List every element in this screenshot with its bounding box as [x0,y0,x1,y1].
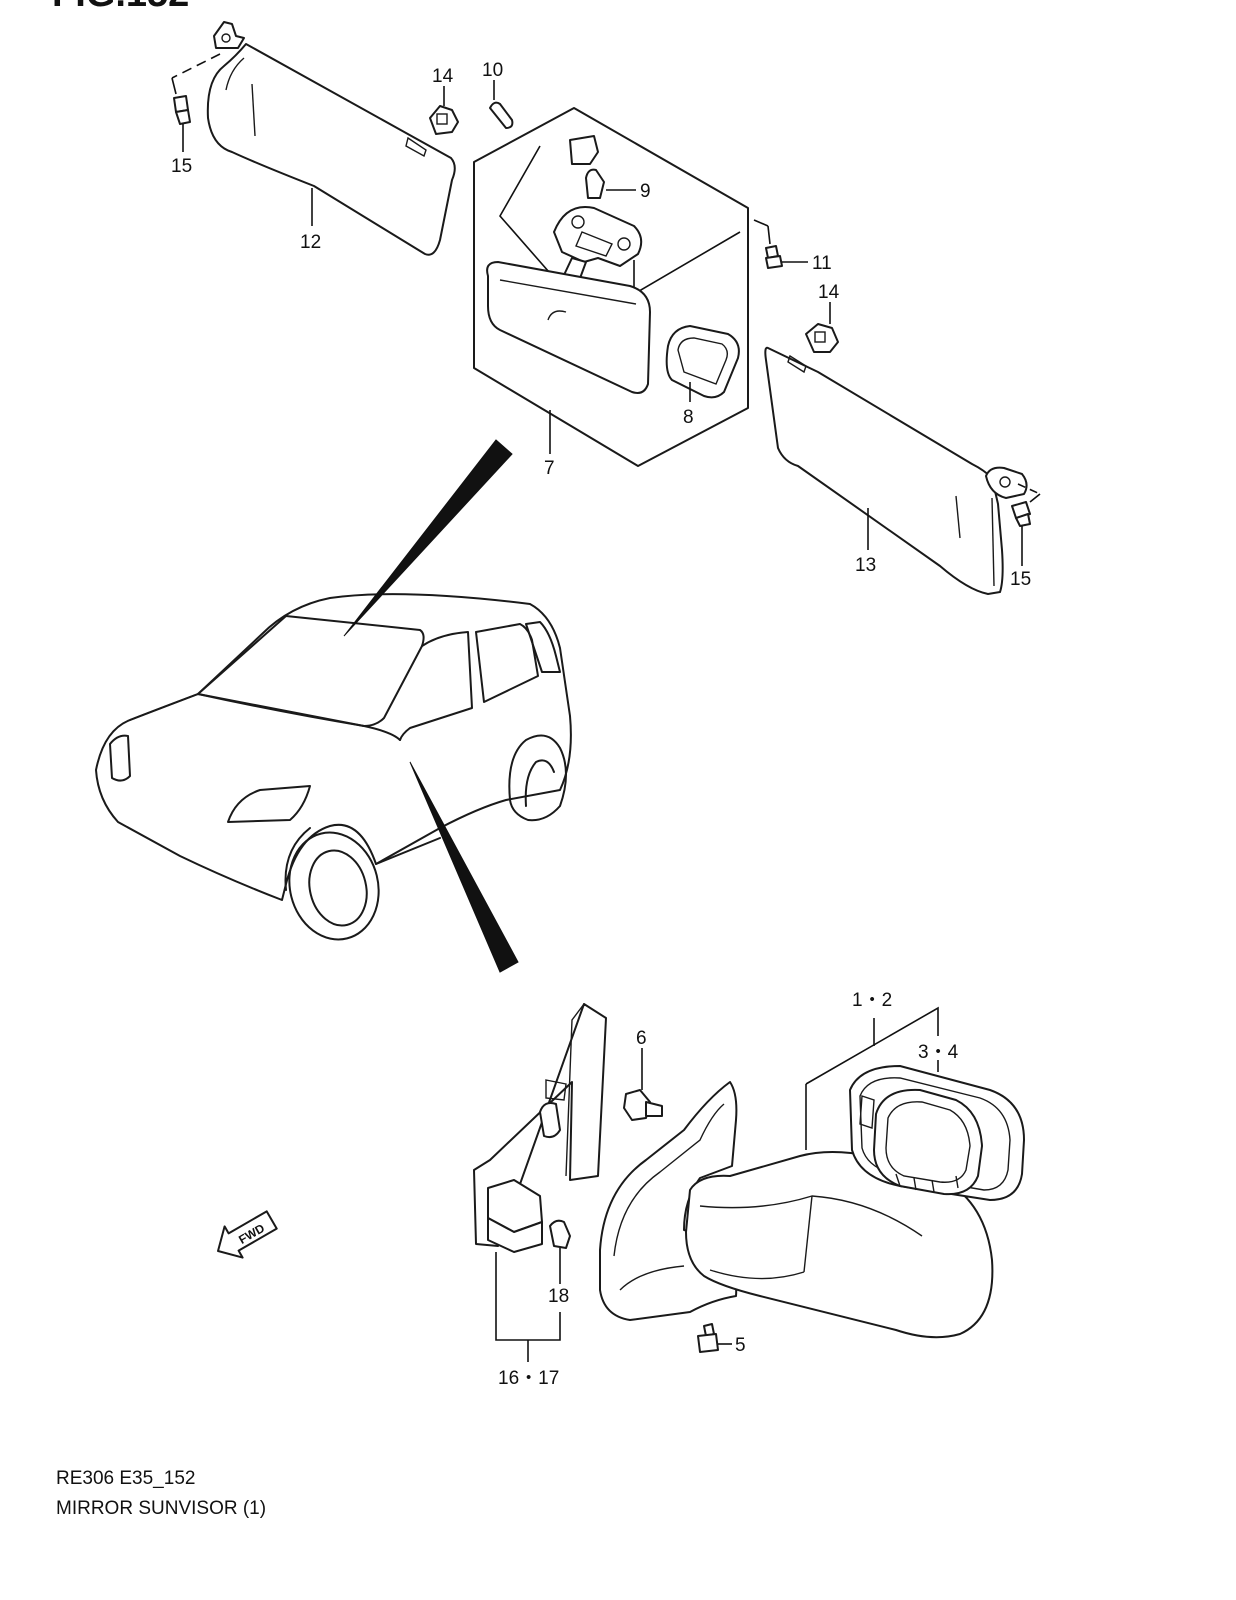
bulb-10 [489,101,514,129]
pointer-wedge-upper [343,439,513,637]
callout-5: 5 [735,1335,746,1356]
callout-16-17: 16・17 [498,1368,559,1389]
mirror-glass [849,1065,1025,1201]
clip-14-lower [805,323,839,353]
callout-12: 12 [300,232,321,253]
callout-14-lower: 14 [818,282,840,303]
callout-14-upper: 14 [432,66,454,87]
pointer-wedge-lower [409,761,519,973]
switch-knob-9 [585,168,605,199]
callout-15-left: 15 [171,156,192,177]
diagram-caption: MIRROR SUNVISOR (1) [56,1498,267,1519]
fwd-arrow-icon: FWD [217,1210,278,1259]
map-lamp-lens [569,135,599,165]
callout-9: 9 [640,181,651,202]
callout-3-4: 3・4 [918,1042,959,1063]
clip-14-upper [429,105,459,135]
callout-13: 13 [855,555,876,576]
callout-1-2: 1・2 [852,990,892,1011]
mirror-mount-block-16 [487,1179,543,1253]
vehicle-outline [95,593,572,941]
nut-18 [549,1219,571,1249]
screw-15-right [1011,501,1031,527]
lamp-cover-8 [665,325,740,399]
right-sunvisor [764,346,1004,595]
callout-7: 7 [544,458,555,479]
bolt-5 [697,1323,719,1353]
callout-6: 6 [636,1028,647,1049]
callout-11: 11 [812,253,832,274]
callout-18: 18 [548,1286,569,1307]
screw-11 [765,245,783,269]
bolt-6 [623,1089,663,1121]
diagram-code: RE306 E35_152 [56,1468,196,1489]
rearview-mirror [486,261,651,394]
figure-title: FIG.152 [52,0,189,15]
rearview-mirror-group-outline [473,107,749,467]
sunvisor-hinge-bracket-right [985,466,1028,499]
callout-8: 8 [683,407,694,428]
callout-10: 10 [482,60,503,81]
left-sunvisor [206,43,456,256]
sunvisor-hinge-bracket-left [213,21,245,49]
screw-15-left [173,95,191,125]
door-mirror-assembly [599,1081,994,1339]
callout-15-right: 15 [1010,569,1031,590]
